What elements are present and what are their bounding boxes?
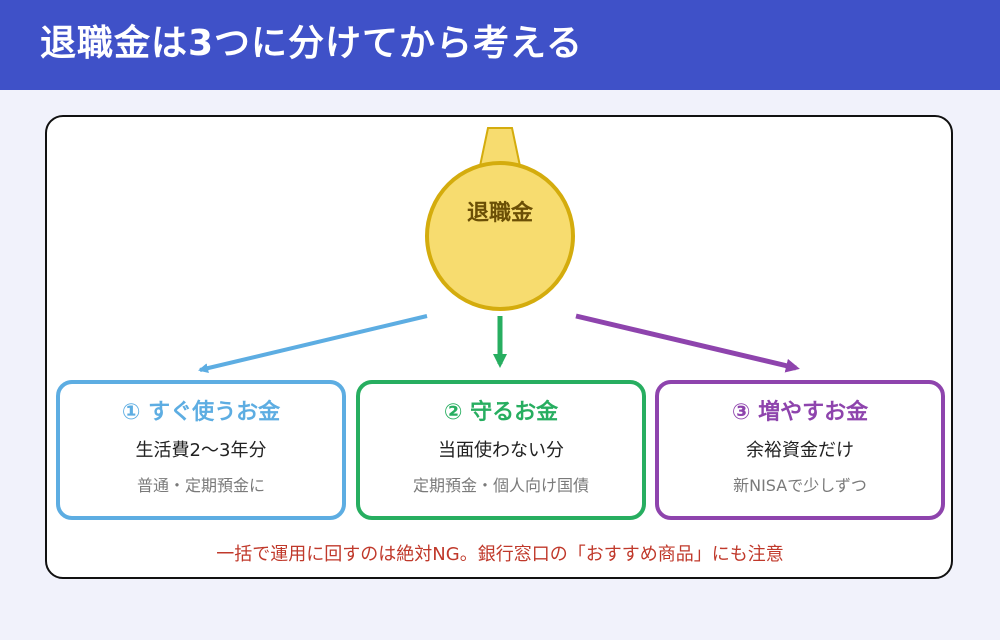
coin-label: 退職金 xyxy=(466,201,533,226)
arrow-to-box-1 xyxy=(198,314,428,374)
coin-circle xyxy=(425,161,575,311)
box-subtitle: 生活費2〜3年分 xyxy=(135,440,267,461)
header-bar: 退職金は3つに分けてから考える xyxy=(0,0,1000,90)
box-title: ③ 増やすお金 xyxy=(731,400,869,425)
box-note: 定期預金・個人向け国債 xyxy=(412,476,589,495)
box-note: 普通・定期預金に xyxy=(136,476,265,495)
box-title: ② 守るお金 xyxy=(443,400,559,425)
medal-ribbon xyxy=(478,127,522,167)
page-title: 退職金は3つに分けてから考える xyxy=(40,23,583,64)
box-title: ① すぐ使うお金 xyxy=(121,400,281,425)
category-box-spend: ① すぐ使うお金 生活費2〜3年分 普通・定期預金に xyxy=(56,380,346,520)
arrow-to-box-3 xyxy=(575,313,800,373)
box-note: 新NISAで少しずつ xyxy=(733,476,867,495)
warning-note: 一括で運用に回すのは絶対NG。銀行窓口の「おすすめ商品」にも注意 xyxy=(216,544,784,565)
category-box-grow: ③ 増やすお金 余裕資金だけ 新NISAで少しずつ xyxy=(655,380,945,520)
box-subtitle: 余裕資金だけ xyxy=(746,440,854,461)
box-subtitle: 当面使わない分 xyxy=(438,440,564,461)
category-box-protect: ② 守るお金 当面使わない分 定期預金・個人向け国債 xyxy=(356,380,646,520)
